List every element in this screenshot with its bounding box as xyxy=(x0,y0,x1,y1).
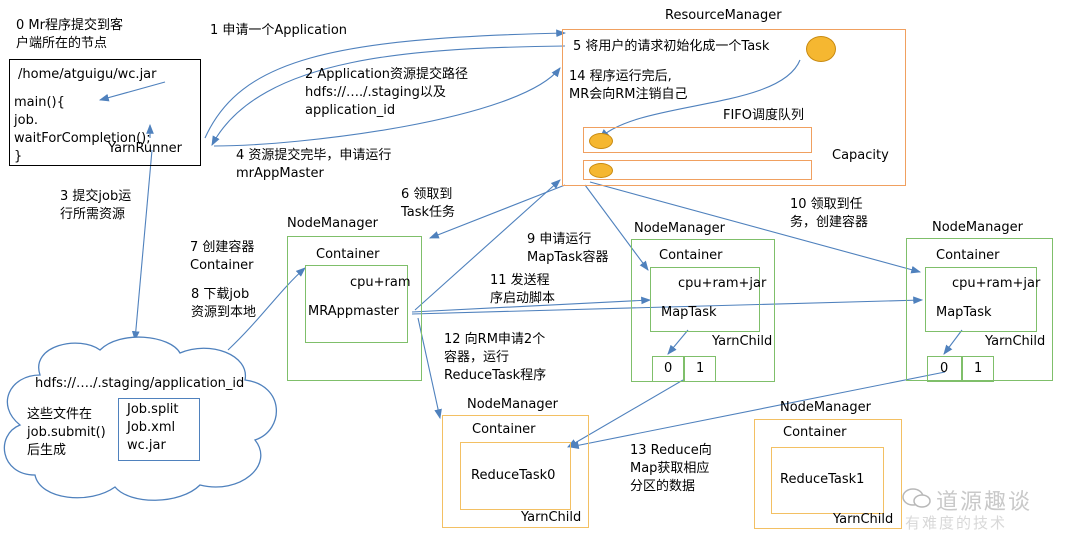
nm-map2-title: NodeManager xyxy=(932,220,1023,235)
nm-map1-container-label: Container xyxy=(659,248,723,263)
arrow-step10-b xyxy=(589,181,922,274)
arrow-step3 xyxy=(131,149,153,342)
nm-map1-title: NodeManager xyxy=(634,221,725,236)
reducetask0-label: ReduceTask0 xyxy=(471,468,556,483)
reduce0-container: ReduceTask0 xyxy=(460,442,571,510)
arrow-step5 xyxy=(599,59,801,139)
queued-task-circle-2 xyxy=(589,163,613,178)
map1-partition-1-label: 1 xyxy=(696,361,705,376)
capacity-label: Capacity xyxy=(832,148,889,163)
rm-title: ResourceManager xyxy=(665,8,782,23)
arrow-step2 xyxy=(211,45,566,146)
nm-app-title: NodeManager xyxy=(287,216,378,231)
nm-red0-title: NodeManager xyxy=(467,397,558,412)
arrow-step4 xyxy=(213,67,561,147)
map2-partition-1: 1 xyxy=(962,356,994,382)
yarn-runner-label: YarnRunner xyxy=(108,141,182,156)
arrow-step13-b xyxy=(568,371,946,450)
map2-yarnchild: YarnChild xyxy=(985,334,1046,349)
step13-label: 13 Reduce向 Map获取相应 分区的数据 xyxy=(630,443,712,494)
nm-app-resources: cpu+ram xyxy=(350,275,411,290)
map2-partition-0-label: 0 xyxy=(940,361,949,376)
step8-label: 8 下载job 资源到本地 xyxy=(191,287,257,320)
arrow-step10-a xyxy=(584,184,649,271)
map1-container: cpu+ram+jar MapTask xyxy=(650,267,766,332)
wechat-logo-icon xyxy=(902,488,931,508)
reduce1-yarnchild: YarnChild xyxy=(833,512,894,527)
arrow-step6 xyxy=(428,184,566,239)
map1-partition-0: 0 xyxy=(652,356,684,382)
jar-path: /home/atguigu/wc.jar xyxy=(18,67,157,82)
reduce0-yarnchild: YarnChild xyxy=(521,510,582,525)
rm-task-init: 5 将用户的请求初始化成一个Task xyxy=(573,39,770,54)
nm-map1-resources: cpu+ram+jar xyxy=(678,276,767,291)
nm-red0-container-label: Container xyxy=(472,422,536,437)
map1-partition-1: 1 xyxy=(684,356,716,382)
hdfs-files-box: Job.split Job.xml wc.jar xyxy=(118,398,200,461)
nm-map2-resources: cpu+ram+jar xyxy=(952,276,1041,291)
map2-container: cpu+ram+jar MapTask xyxy=(925,267,1041,332)
nm-red1-container-label: Container xyxy=(783,425,847,440)
nm-map2-container-label: Container xyxy=(936,248,1000,263)
resource-manager-box: 5 将用户的请求初始化成一个Task 14 程序运行完后, MR会向RM注销自己… xyxy=(562,29,906,186)
main-code: main(){ job. waitForCompletion(); } xyxy=(14,95,151,164)
map1-yarnchild: YarnChild xyxy=(712,334,773,349)
arrow-step13-a xyxy=(567,379,684,448)
hdfs-note: 这些文件在 job.submit() 后生成 xyxy=(27,407,106,458)
queued-task-circle-1 xyxy=(589,133,613,149)
nodemanager-reduce1: Container ReduceTask1 YarnChild xyxy=(754,419,902,529)
step1-label: 1 申请一个Application xyxy=(210,23,348,38)
arrow-step11-a xyxy=(411,296,652,313)
maptask1-label: MapTask xyxy=(661,305,717,320)
nm-app-container-label: Container xyxy=(316,247,380,262)
step4-label: 4 资源提交完毕，申请运行 mrAppMaster xyxy=(236,148,392,181)
arrow-step11-b xyxy=(411,296,924,315)
step11-label: 11 发送程 序启动脚本 xyxy=(490,273,556,306)
arrow-step8 xyxy=(227,267,306,351)
step2-label: 2 Application资源提交路径 hdfs://…./.staging以及… xyxy=(305,67,469,118)
task-circle xyxy=(806,36,836,62)
nodemanager-map1: Container cpu+ram+jar MapTask YarnChild … xyxy=(631,239,775,382)
rm-finish-note: 14 程序运行完后, MR会向RM注销自己 xyxy=(569,69,688,102)
step6-label: 6 领取到 Task任务 xyxy=(401,187,456,220)
map2-partition-1-label: 1 xyxy=(974,361,983,376)
step3-label: 3 提交job运 行所需资源 xyxy=(60,189,132,222)
fifo-queue-slot-2 xyxy=(583,160,812,180)
map2-partition-0: 0 xyxy=(927,356,962,382)
arrow-step1 xyxy=(204,29,567,139)
step10-label: 10 领取到任 务，创建容器 xyxy=(790,197,869,230)
hdfs-path: hdfs://…./.staging/application_id xyxy=(35,376,245,391)
step7-label: 7 创建容器 Container xyxy=(190,240,255,273)
fifo-label: FIFO调度队列 xyxy=(723,108,805,123)
step12-label: 12 向RM申请2个 容器，运行 ReduceTask程序 xyxy=(444,332,547,383)
nodemanager-map2: Container cpu+ram+jar MapTask YarnChild … xyxy=(906,238,1053,382)
nodemanager-reduce0: Container ReduceTask0 YarnChild xyxy=(442,415,589,528)
appmaster-container: cpu+ram MRAppmaster xyxy=(305,265,411,343)
arrow-step0 xyxy=(98,81,166,102)
maptask2-label: MapTask xyxy=(936,305,992,320)
arrow-map1-part xyxy=(667,329,689,355)
watermark-slogan: 有难度的技术 xyxy=(905,514,1008,532)
fifo-queue-slot-1 xyxy=(583,127,812,153)
client-node-box: /home/atguigu/wc.jar main(){ job. waitFo… xyxy=(9,59,201,166)
watermark-brand: 道源趣谈 xyxy=(936,490,1033,515)
mrappmaster-label: MRAppmaster xyxy=(308,304,399,319)
nodemanager-appmaster: Container cpu+ram MRAppmaster xyxy=(287,236,422,381)
reduce1-container: ReduceTask1 xyxy=(771,447,884,514)
arrow-step9 xyxy=(414,179,561,311)
client-node-note: 0 Mr程序提交到客 户端所在的节点 xyxy=(16,18,123,51)
step9-label: 9 申请运行 MapTask容器 xyxy=(527,232,609,265)
nm-red1-title: NodeManager xyxy=(780,400,871,415)
map1-partition-0-label: 0 xyxy=(664,361,673,376)
arrow-map2-part xyxy=(943,329,963,355)
hdfs-files: Job.split Job.xml wc.jar xyxy=(127,402,179,453)
reducetask1-label: ReduceTask1 xyxy=(780,472,865,487)
